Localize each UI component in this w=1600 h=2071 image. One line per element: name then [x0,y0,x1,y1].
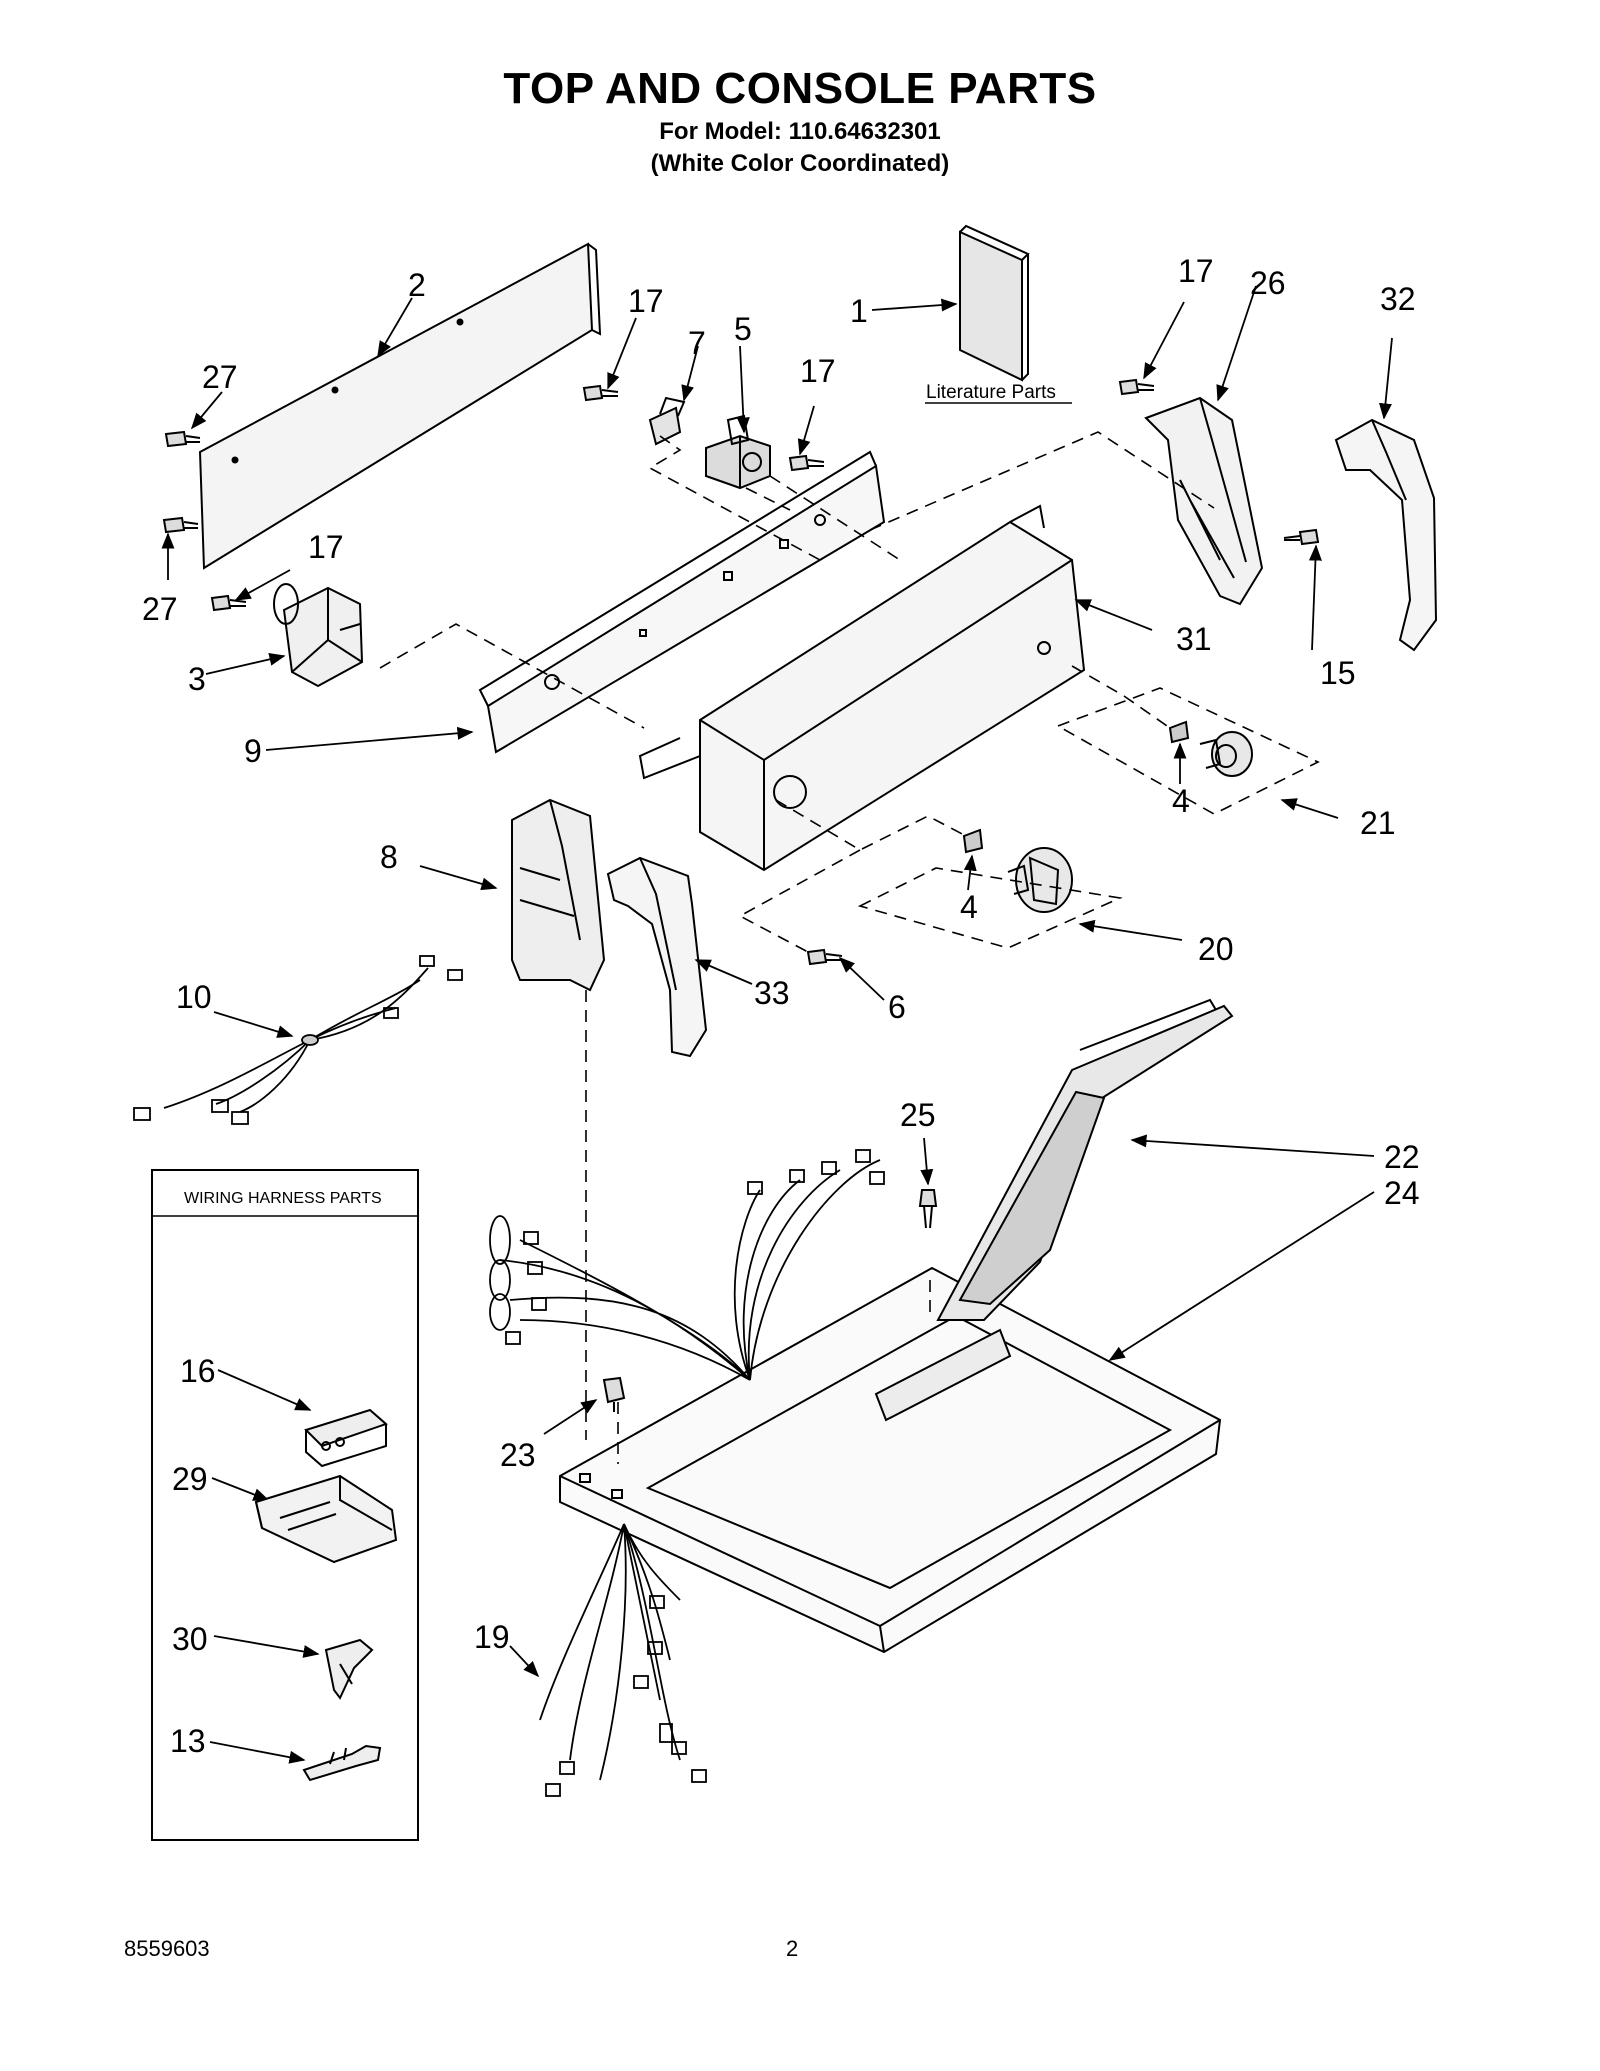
console-bracket-part-9 [478,450,886,754]
callout-13: 13 [170,1723,206,1759]
page-title: TOP AND CONSOLE PARTS [503,64,1097,113]
bracket-part-7 [648,396,686,446]
screw-27-upper [164,430,201,448]
screw-15 [1283,528,1320,546]
callout-22: 22 [1384,1139,1420,1175]
end-cap-part-8 [511,798,606,992]
callout-25: 25 [900,1097,936,1133]
screw-17-top [582,384,619,402]
callout-6: 6 [888,989,906,1025]
top-panel-part-24 [559,1266,1222,1654]
callout-9: 9 [244,733,262,769]
harness-part-19 [539,1523,707,1797]
connector-part-29 [254,1474,398,1564]
clip-part-30 [324,1638,374,1700]
clip-part-4-lower [962,828,984,854]
knob-part-21 [1199,731,1253,777]
callout-31: 31 [1176,621,1212,657]
screw-6 [806,948,843,966]
callout-3: 3 [188,661,206,697]
callout-17-right: 17 [1178,253,1214,289]
clip-part-4-upper [1168,720,1190,744]
page-number: 2 [786,1936,799,1961]
rear-panel-part [198,242,602,570]
trim-part-33 [606,856,708,1058]
callout-16: 16 [180,1353,216,1389]
callout-27-upper: 27 [202,359,238,395]
callout-4-lower: 4 [960,889,978,925]
terminal-part-13 [302,1744,382,1782]
color-subtitle: (White Color Coordinated) [650,150,950,177]
switch-part-5 [705,414,771,490]
knob-part-20 [1007,847,1073,913]
assembly-dashed-lines [379,431,1320,1464]
callout-19: 19 [474,1619,510,1655]
screw-17-right [1118,378,1155,396]
callout-5: 5 [734,311,752,347]
screw-17-left [210,594,247,612]
main-harness-upper [489,1149,885,1381]
callout-17-top: 17 [628,283,664,319]
callout-26: 26 [1250,265,1286,301]
callout-8: 8 [380,839,398,875]
callout-21: 21 [1360,805,1396,841]
callout-10: 10 [176,979,212,1015]
screw-25 [918,1189,938,1229]
leader-arrows [161,285,1393,1764]
callout-2: 2 [408,267,426,303]
console-panel-part-31 [638,504,1086,872]
callout-20: 20 [1198,931,1234,967]
end-cap-part-26 [1144,396,1264,606]
screw-17-mid [788,454,825,472]
screw-27-lower [162,516,199,534]
callout-23: 23 [500,1437,536,1473]
plug-part-23 [602,1376,626,1412]
callout-33: 33 [754,975,790,1011]
callout-4-upper: 4 [1172,783,1190,819]
model-subtitle: For Model: 110.64632301 [659,118,941,145]
wiring-harness-box [151,1169,419,1841]
callout-24: 24 [1384,1175,1420,1211]
callout-32: 32 [1380,281,1416,317]
literature-parts-label: Literature Parts [926,382,1056,403]
callout-17-left: 17 [308,529,344,565]
callout-17-mid: 17 [800,353,836,389]
callout-7: 7 [688,325,706,361]
connector-part-16 [304,1408,388,1468]
lint-screen-part-22 [936,998,1234,1321]
timer-part-3 [273,583,364,688]
trim-part-32 [1334,418,1438,652]
literature-booklet-part [959,224,1030,382]
document-number: 8559603 [124,1936,210,1961]
callout-15: 15 [1320,655,1356,691]
wiring-harness-title: WIRING HARNESS PARTS [184,1190,382,1207]
callout-29: 29 [172,1461,208,1497]
harness-part-10 [133,955,463,1125]
callout-30: 30 [172,1621,208,1657]
callout-27-lower: 27 [142,591,178,627]
callout-1: 1 [850,293,868,329]
